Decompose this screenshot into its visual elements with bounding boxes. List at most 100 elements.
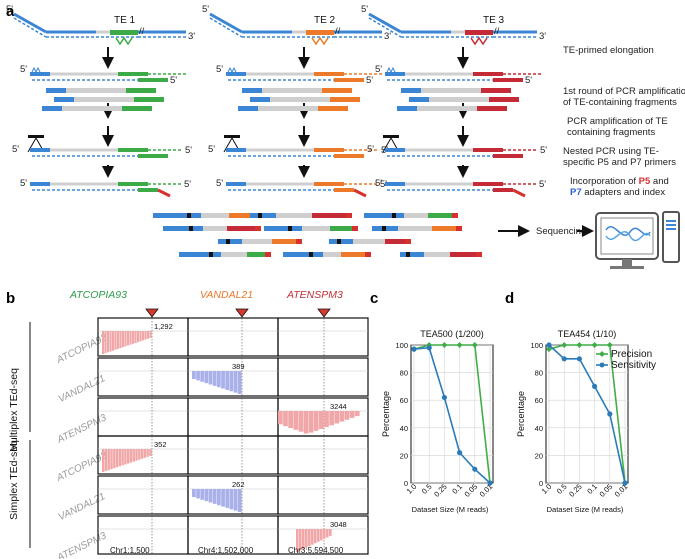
chart-title: TEA500 (1/200) [420, 329, 484, 339]
read-bar [217, 371, 221, 388]
chart-title: TEA454 (1/10) [558, 329, 617, 339]
read-bar [313, 411, 319, 431]
panel-label-d: d [505, 290, 514, 307]
frag-blue [250, 97, 270, 102]
read-bar [121, 449, 124, 466]
read-bar [204, 489, 209, 502]
library-segment [226, 239, 230, 244]
library-segment [213, 252, 221, 257]
y-tick-label: 20 [400, 451, 408, 460]
library-segment [313, 252, 323, 257]
read-bar [104, 449, 108, 472]
library-segment [250, 213, 258, 218]
p5-adapter [512, 188, 526, 198]
library-segment [276, 213, 312, 218]
read-bar [149, 449, 152, 456]
y-tick-label: 40 [400, 424, 408, 433]
data-point-sensitivity [576, 356, 583, 362]
library-segment [163, 226, 189, 231]
te-segment [493, 154, 523, 158]
te-ded-schematic: 5'3'//5'5'5'5'5'5'5'3'//5'5'5'5'5'5'5'3'… [6, 4, 547, 257]
series-line-sensitivity [548, 344, 626, 484]
library-segment [337, 239, 341, 244]
te-element [306, 30, 334, 35]
read-bar [114, 331, 117, 350]
frag-grey [421, 88, 481, 93]
prime-label: 5' [525, 75, 532, 86]
panel-label-b: b [6, 290, 15, 307]
frag-blue [409, 97, 429, 102]
library-segment [201, 213, 229, 218]
y-tick-label: 60 [400, 396, 408, 405]
te-name-vandal21: VANDAL21 [200, 289, 253, 301]
te-segment [118, 182, 148, 186]
prime-label: 5' [361, 4, 368, 15]
read-bar [204, 371, 209, 384]
library-segment [153, 213, 187, 218]
data-point-precision [546, 346, 552, 353]
te-segment [334, 78, 364, 82]
y-tick-label: 100 [530, 341, 543, 350]
read-bar [324, 411, 329, 428]
te-primer-icon [311, 36, 329, 46]
library-segment [352, 226, 358, 231]
read-bar [144, 331, 147, 340]
y-tick-label: 0 [539, 479, 543, 488]
prime-label: 5' [208, 144, 215, 155]
library-segment [283, 252, 309, 257]
read-bar [135, 449, 138, 461]
library-segment [476, 252, 482, 257]
row-label-vandal21: VANDAL21 [57, 373, 107, 405]
library-segment [341, 252, 365, 257]
data-point-precision [441, 342, 448, 348]
read-bar [225, 371, 230, 390]
row-label-atcopia93: ATCOPIA93 [54, 332, 109, 366]
read-bar [124, 449, 127, 465]
prime-label: 3' [188, 31, 195, 42]
library-segment [386, 226, 398, 231]
genome-strand [209, 12, 243, 34]
adapter [30, 182, 50, 186]
read-bar [339, 411, 345, 422]
library-segment [404, 213, 428, 218]
te-segment [314, 148, 344, 152]
x-tick-label: 0.5 [420, 482, 434, 496]
adapter [385, 72, 405, 76]
frag-te [477, 106, 507, 111]
track-cell [97, 357, 189, 397]
te-column-1: 5'3'//5'5'5'5'5'5' [6, 4, 195, 198]
library-segment [296, 239, 302, 244]
te-segment [334, 154, 364, 158]
x-tick-label: 0.05 [463, 482, 480, 499]
prime-label: 3' [384, 31, 391, 42]
data-point-sensitivity [561, 356, 567, 362]
read-bar [212, 489, 217, 504]
read-bar [349, 411, 355, 418]
read-bar [139, 331, 142, 342]
library-segment [218, 239, 226, 244]
read-bar [142, 331, 145, 341]
read-bar [124, 331, 127, 347]
x-tick-label: 0.25 [567, 482, 584, 499]
y-axis-label: Percentage [516, 391, 526, 437]
library-segment [456, 226, 462, 231]
frag-grey [74, 97, 134, 102]
prime-label: 5' [202, 4, 209, 15]
step-labels: TE-primed elongation 1st round of PCR am… [563, 45, 685, 198]
adapter [385, 182, 405, 186]
te-segment [473, 72, 503, 76]
library-segment [191, 213, 201, 218]
prime-label: 5' [216, 178, 223, 189]
library-segment [209, 252, 213, 257]
break-mark: // [139, 26, 145, 37]
read-bar [288, 411, 293, 429]
panel-label-c: c [370, 290, 378, 307]
library-segment [179, 252, 209, 257]
read-bar [212, 371, 217, 386]
data-point-sensitivity [457, 450, 463, 456]
track-cell [97, 397, 189, 437]
x-tick-label: 0.25 [432, 482, 449, 499]
te1-label: TE 1 [114, 15, 136, 26]
read-pileup [296, 529, 332, 552]
